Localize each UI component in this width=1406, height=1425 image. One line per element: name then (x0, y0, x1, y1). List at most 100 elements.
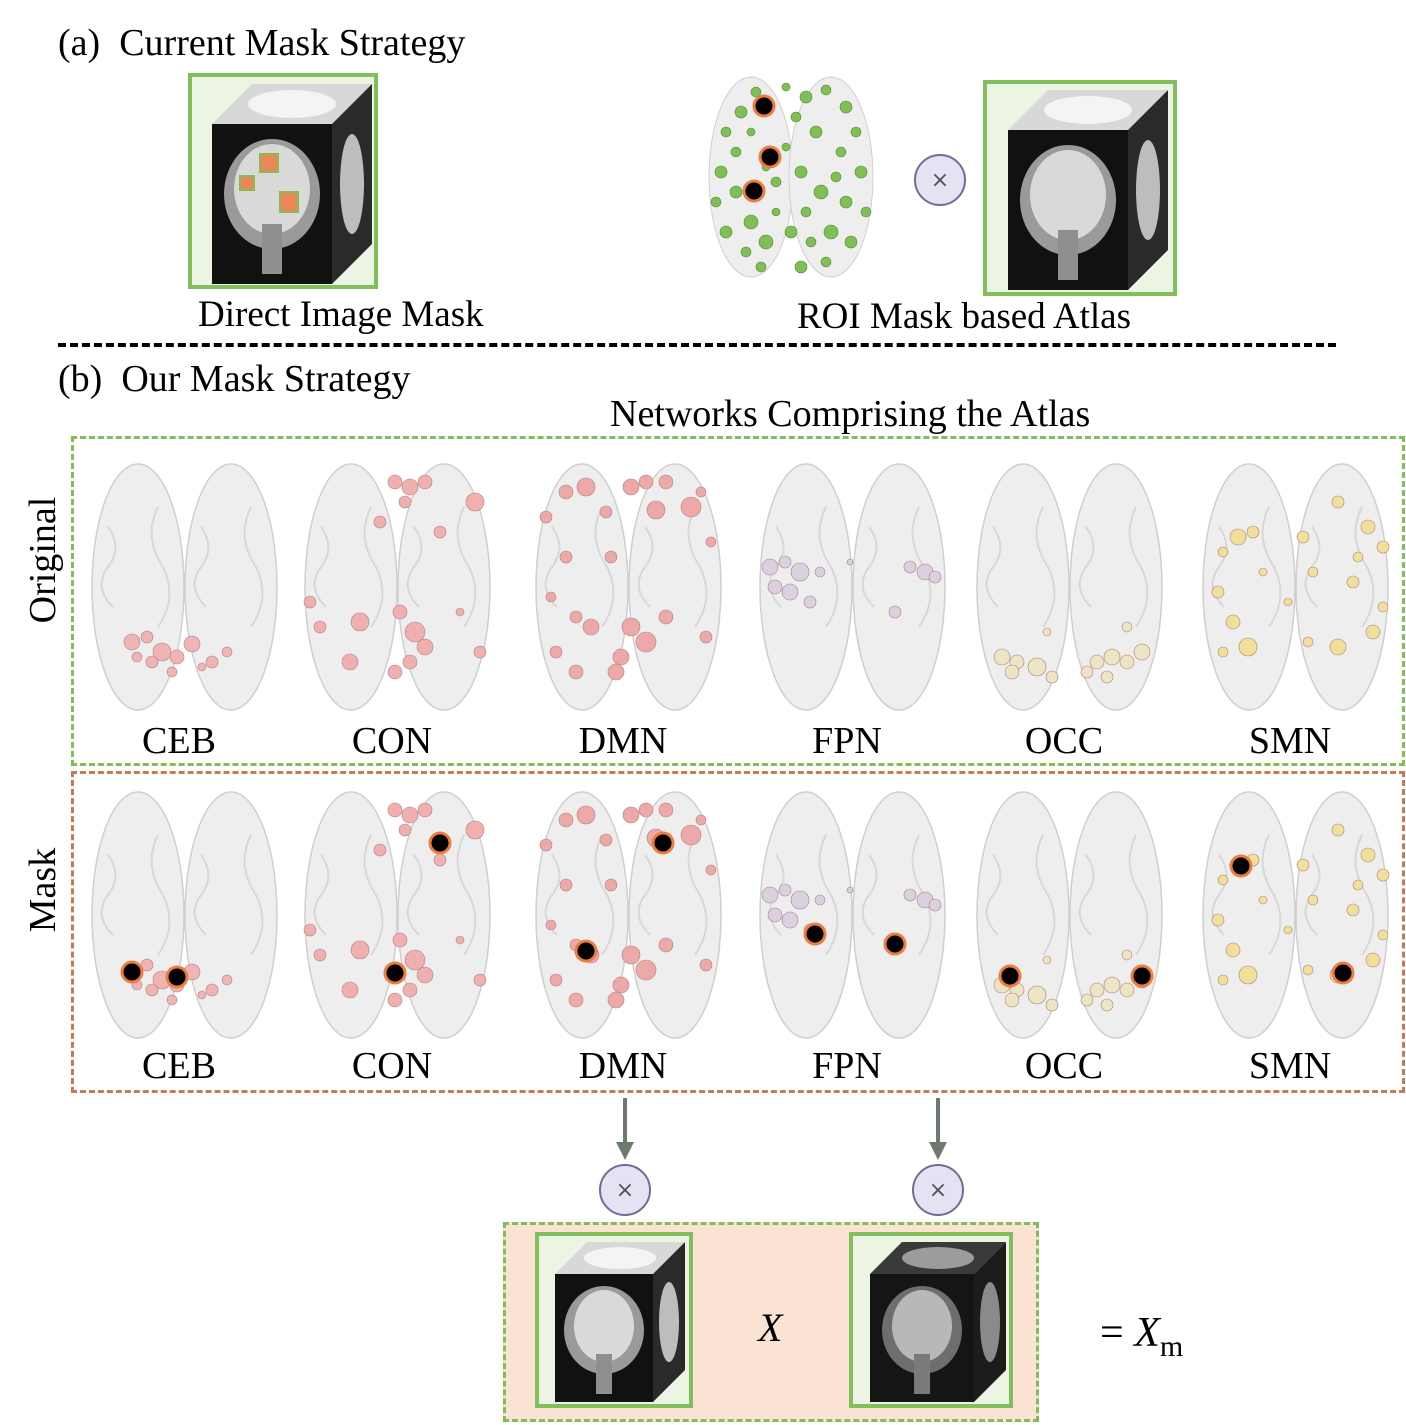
roi-node (846, 558, 854, 566)
roi-node (473, 973, 487, 987)
roi-node (1296, 858, 1310, 872)
roi-node (152, 642, 172, 662)
masked-roi-node (651, 831, 675, 855)
gyrus-line (1078, 506, 1149, 628)
roi-node (568, 664, 584, 680)
roi-node (416, 966, 434, 984)
roi-node (1103, 976, 1121, 994)
brain-original-dmn (535, 463, 722, 711)
roi-node (401, 806, 419, 824)
result-cube-left (555, 1242, 685, 1402)
roi-node (145, 655, 159, 669)
roi-node (1246, 525, 1260, 539)
roi-node (607, 663, 625, 681)
roi-node (635, 959, 657, 981)
roi-node (1103, 648, 1121, 666)
roi-node (635, 631, 657, 653)
roi-node (205, 983, 219, 997)
gyrus-line (193, 506, 264, 628)
atlas-mask-node-1 (752, 94, 776, 118)
roi-node (1045, 670, 1059, 684)
roi-node (1377, 929, 1389, 941)
brain-mask-ceb (91, 791, 278, 1039)
roi-node (465, 492, 485, 512)
roi-node (761, 558, 779, 576)
hemisphere-right (628, 463, 722, 711)
roi-node (888, 605, 902, 619)
gyrus-line (985, 506, 1056, 628)
atlas-node (740, 246, 752, 258)
roi-node (387, 474, 403, 490)
roi-node (392, 604, 408, 620)
brain-mask-occ (976, 791, 1163, 1039)
atlas-node (750, 86, 762, 98)
gyrus-line (406, 834, 477, 956)
atlas-node (835, 146, 847, 158)
atlas-mask-node-3 (742, 179, 766, 203)
output-equation: = Xm (1100, 1312, 1183, 1362)
roi-node (303, 923, 317, 937)
roi-node (767, 579, 783, 595)
roi-node (398, 495, 412, 509)
roi-node (814, 566, 826, 578)
section-a-text: Current Mask Strategy (119, 22, 466, 64)
roi-node (402, 654, 418, 670)
roi-node (1302, 964, 1314, 976)
roi-node (313, 948, 327, 962)
roi-node (1283, 925, 1293, 935)
roi-node (1211, 913, 1225, 927)
roi-node (599, 505, 613, 519)
roi-node (928, 898, 942, 912)
gyrus-line (1078, 834, 1149, 956)
direct-mask-cube (212, 84, 372, 284)
roi-node (1365, 624, 1381, 640)
hemisphere-right (184, 791, 278, 1039)
roi-node (705, 864, 717, 876)
roi-node (183, 635, 201, 653)
roi-node (1042, 955, 1052, 965)
atlas-node (781, 82, 791, 92)
roi-node (604, 878, 618, 892)
roi-node (599, 833, 613, 847)
roi-node (781, 583, 799, 601)
masked-roi-node (803, 922, 827, 946)
roi-node (695, 814, 707, 826)
atlas-node (799, 90, 813, 104)
multiply-icon-right: × (912, 1164, 964, 1216)
roi-node (373, 515, 387, 529)
roi-node (1238, 965, 1258, 985)
atlas-node (830, 171, 842, 183)
roi-node (404, 949, 426, 971)
row-label-original: Original (22, 496, 64, 624)
network-label-mask-dmn: DMN (578, 1045, 668, 1087)
roi-node (197, 662, 207, 672)
roi-node (341, 653, 359, 671)
roi-node (1302, 636, 1314, 648)
atlas-mask-node-2 (758, 145, 782, 169)
masked-roi-node (998, 964, 1022, 988)
roi-node (638, 474, 654, 490)
roi-node (658, 802, 674, 818)
roi-node (1352, 551, 1364, 563)
brain-original-con (303, 463, 491, 711)
roi-node (1217, 546, 1229, 558)
roi-node (539, 510, 553, 524)
roi-node (1119, 654, 1135, 670)
roi-node (169, 649, 185, 665)
roi-node (433, 853, 447, 867)
roi-node (1258, 895, 1268, 905)
roi-node (387, 992, 403, 1008)
roi-node (416, 638, 434, 656)
hemisphere-left (759, 463, 853, 711)
network-label-original-occ: OCC (1024, 720, 1104, 762)
roi-node (658, 609, 674, 625)
atlas-node (755, 261, 767, 273)
roi-node (680, 824, 702, 846)
roi-node (131, 651, 143, 663)
roi-node (341, 981, 359, 999)
roi-node (205, 655, 219, 669)
roi-node (1346, 575, 1360, 589)
roi-node (1376, 540, 1390, 554)
gyrus-line (100, 506, 171, 628)
roi-node (576, 477, 596, 497)
